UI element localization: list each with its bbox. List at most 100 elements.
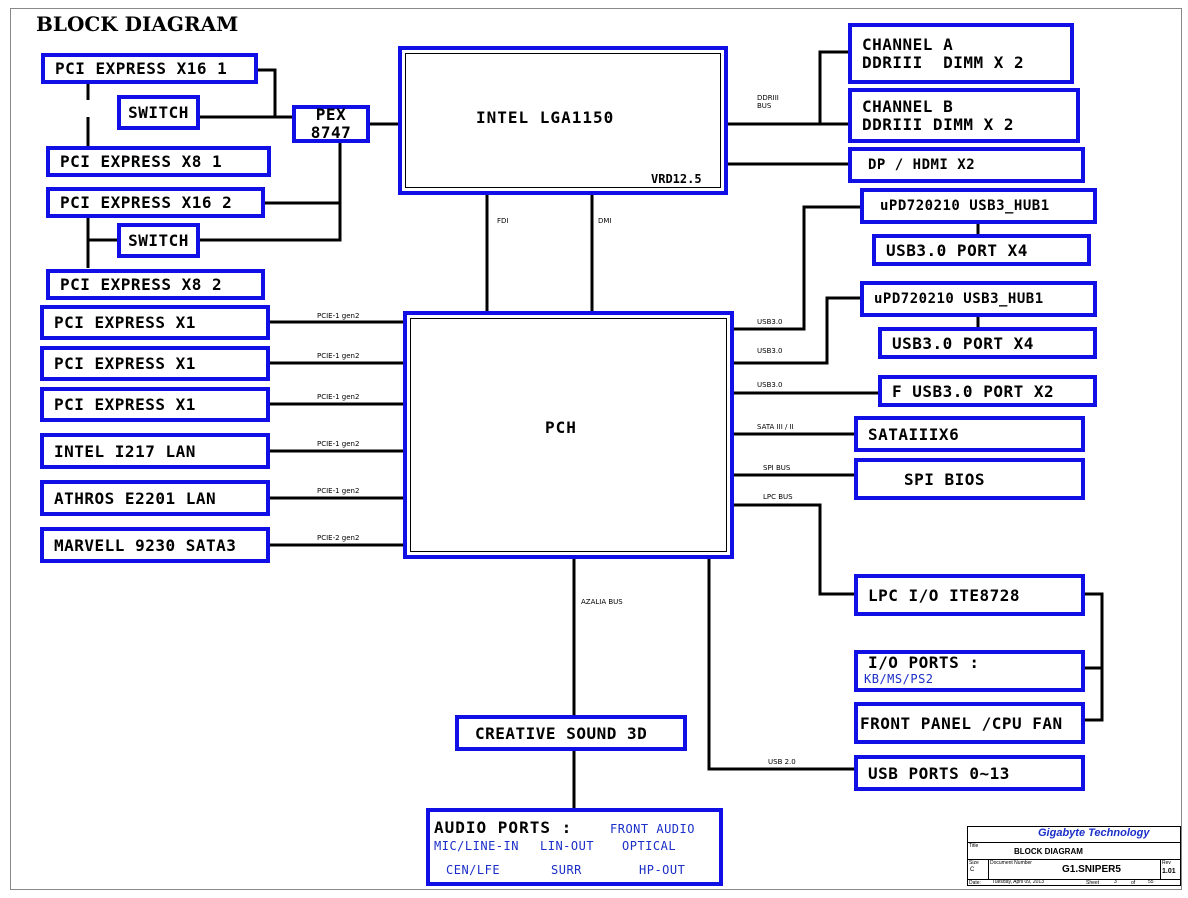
bus-label-fdi: FDI (497, 217, 509, 225)
bus-label-pcie1-e: PCIE-1 gen2 (317, 487, 360, 495)
channel-b-block: CHANNEL B DDRIII DIMM X 2 (848, 88, 1080, 143)
channel-a-block: CHANNEL A DDRIII DIMM X 2 (848, 23, 1074, 84)
tb-of-label: of (1131, 880, 1136, 886)
line-ddr-channel-a (818, 50, 848, 124)
audio-hpout: HP-OUT (639, 863, 686, 877)
pcie-x1-b-block: PCI EXPRESS X1 (40, 346, 270, 381)
usb3-port-a-block: USB3.0 PORT X4 (872, 234, 1091, 266)
switch-1-block: SWITCH (117, 95, 200, 130)
bus-label-pcie2: PCIE-2 gen2 (317, 534, 360, 542)
audio-linout: LIN-OUT (540, 839, 595, 853)
pcie-x8-1-block: PCI EXPRESS X8 1 (46, 146, 271, 177)
line-x16-1-pex (258, 68, 292, 119)
tb-rev: 1.01 (1162, 868, 1176, 875)
bus-label-pcie1-c: PCIE-1 gen2 (317, 393, 360, 401)
io-ports-sub: KB/MS/PS2 (864, 672, 934, 686)
bus-label-sata: SATA III / II (757, 423, 794, 431)
tb-vline-1 (988, 859, 989, 879)
audio-ports-title: AUDIO PORTS : (434, 818, 573, 837)
pcie-x1-c-block: PCI EXPRESS X1 (40, 387, 270, 422)
audio-surr: SURR (551, 863, 582, 877)
line-usb3-hub2 (734, 296, 860, 365)
line-lpc-io-bracket (1085, 592, 1104, 722)
bus-label-usb2: USB 2.0 (768, 758, 796, 766)
drawing-frame (10, 8, 1182, 890)
tb-divider-3 (968, 879, 1180, 880)
sata-block: SATAIIIX6 (854, 416, 1085, 452)
tb-divider-2 (968, 859, 1180, 860)
cpu-block (398, 46, 728, 195)
io-ports-block: I/O PORTS : KB/MS/PS2 (854, 650, 1085, 692)
usb3-port-b-block: USB3.0 PORT X4 (878, 327, 1097, 359)
lan-intel-block: INTEL I217 LAN (40, 433, 270, 469)
bus-label-usb3-b: USB3.0 (757, 347, 783, 355)
dp-hdmi-block: DP / HDMI X2 (848, 147, 1085, 183)
pex-line2: 8747 (310, 123, 352, 142)
channel-a-line1: CHANNEL A (862, 34, 954, 54)
bus-label-azalia: AZALIA BUS (581, 598, 623, 606)
tb-docnum-label: Document Number (990, 860, 1032, 866)
tb-vline-2 (1160, 859, 1161, 879)
channel-b-line1: CHANNEL B (862, 96, 954, 116)
audio-cen: CEN/LFE (446, 863, 501, 877)
tb-sheet-label: Sheet (1086, 880, 1100, 886)
tb-title: BLOCK DIAGRAM (1014, 847, 1083, 856)
bus-label-pcie1-b: PCIE-1 gen2 (317, 352, 360, 360)
title-block: Gigabyte Technology Title BLOCK DIAGRAM … (967, 826, 1181, 886)
audio-front: FRONT AUDIO (610, 822, 695, 836)
audio-ports-block (426, 808, 723, 886)
bus-label-usb3-a: USB3.0 (757, 318, 783, 326)
tb-divider-1 (968, 842, 1180, 843)
usb3-hub2-block: uPD720210 USB3_HUB1 (860, 281, 1097, 317)
diagram-title: BLOCK DIAGRAM (36, 12, 239, 36)
lpc-io-block: LPC I/O ITE8728 (854, 574, 1085, 616)
cpu-label: INTEL LGA1150 (476, 108, 615, 127)
line-usb2 (707, 559, 854, 771)
cpu-vrd-label: VRD12.5 (651, 172, 702, 186)
sata-marvell-block: MARVELL 9230 SATA3 (40, 527, 270, 563)
line-usb3-hub1 (734, 205, 860, 331)
pcie-x16-2-block: PCI EXPRESS X16 2 (46, 187, 265, 218)
pch-block (403, 311, 734, 559)
line-lpc (734, 503, 854, 596)
tb-size: C (970, 867, 975, 873)
pcie-x1-a-block: PCI EXPRESS X1 (40, 305, 270, 340)
tb-rev-label: Rev (1162, 860, 1171, 866)
bus-label-dmi: DMI (598, 217, 612, 225)
tb-title-label: Title (969, 843, 979, 849)
pch-label: PCH (545, 418, 577, 437)
bus-label-ddr: DDRIII (757, 94, 779, 102)
audio-optical: OPTICAL (622, 839, 677, 853)
bus-label-usb3-c: USB3.0 (757, 381, 783, 389)
pcie-x8-2-block: PCI EXPRESS X8 2 (46, 269, 265, 300)
bus-label-lpc: LPC BUS (763, 493, 793, 501)
pcie-x16-1-block: PCI EXPRESS X16 1 (41, 53, 258, 84)
f-usb3-block: F USB3.0 PORT X2 (878, 375, 1097, 407)
channel-b-line2: DDRIII DIMM X 2 (862, 114, 1014, 134)
switch-2-block: SWITCH (117, 223, 200, 258)
pex-block: PEX 8747 (292, 105, 370, 143)
usb-ports-block: USB PORTS 0~13 (854, 755, 1085, 791)
tb-company: Gigabyte Technology (1038, 827, 1150, 839)
bus-label-pcie1-a: PCIE-1 gen2 (317, 312, 360, 320)
tb-docnum: G1.SNIPER5 (1062, 864, 1121, 875)
tb-of: 55 (1148, 879, 1154, 885)
bus-label-pcie1-d: PCIE-1 gen2 (317, 440, 360, 448)
usb3-hub1-block: uPD720210 USB3_HUB1 (860, 188, 1097, 224)
front-panel-block: FRONT PANEL /CPU FAN (854, 702, 1085, 744)
bus-label-spi: SPI BUS (763, 464, 791, 472)
line-pex-down (200, 142, 342, 242)
bus-label-ddr-bus: BUS (757, 102, 772, 110)
io-ports-title: I/O PORTS : (868, 653, 980, 672)
tb-size-label: Size (969, 860, 979, 866)
lan-athros-block: ATHROS E2201 LAN (40, 480, 270, 516)
pex-line1: PEX (315, 105, 347, 124)
creative-sound-block: CREATIVE SOUND 3D (455, 715, 687, 751)
spi-bios-block: SPI BIOS (854, 458, 1085, 500)
channel-a-line2: DDRIII DIMM X 2 (862, 52, 1025, 72)
tb-date: Tuesday, April 09, 2013 (992, 879, 1044, 885)
audio-mic: MIC/LINE-IN (434, 839, 519, 853)
tb-date-label: Date: (969, 880, 981, 886)
tb-sheet: 3 (1114, 879, 1117, 885)
